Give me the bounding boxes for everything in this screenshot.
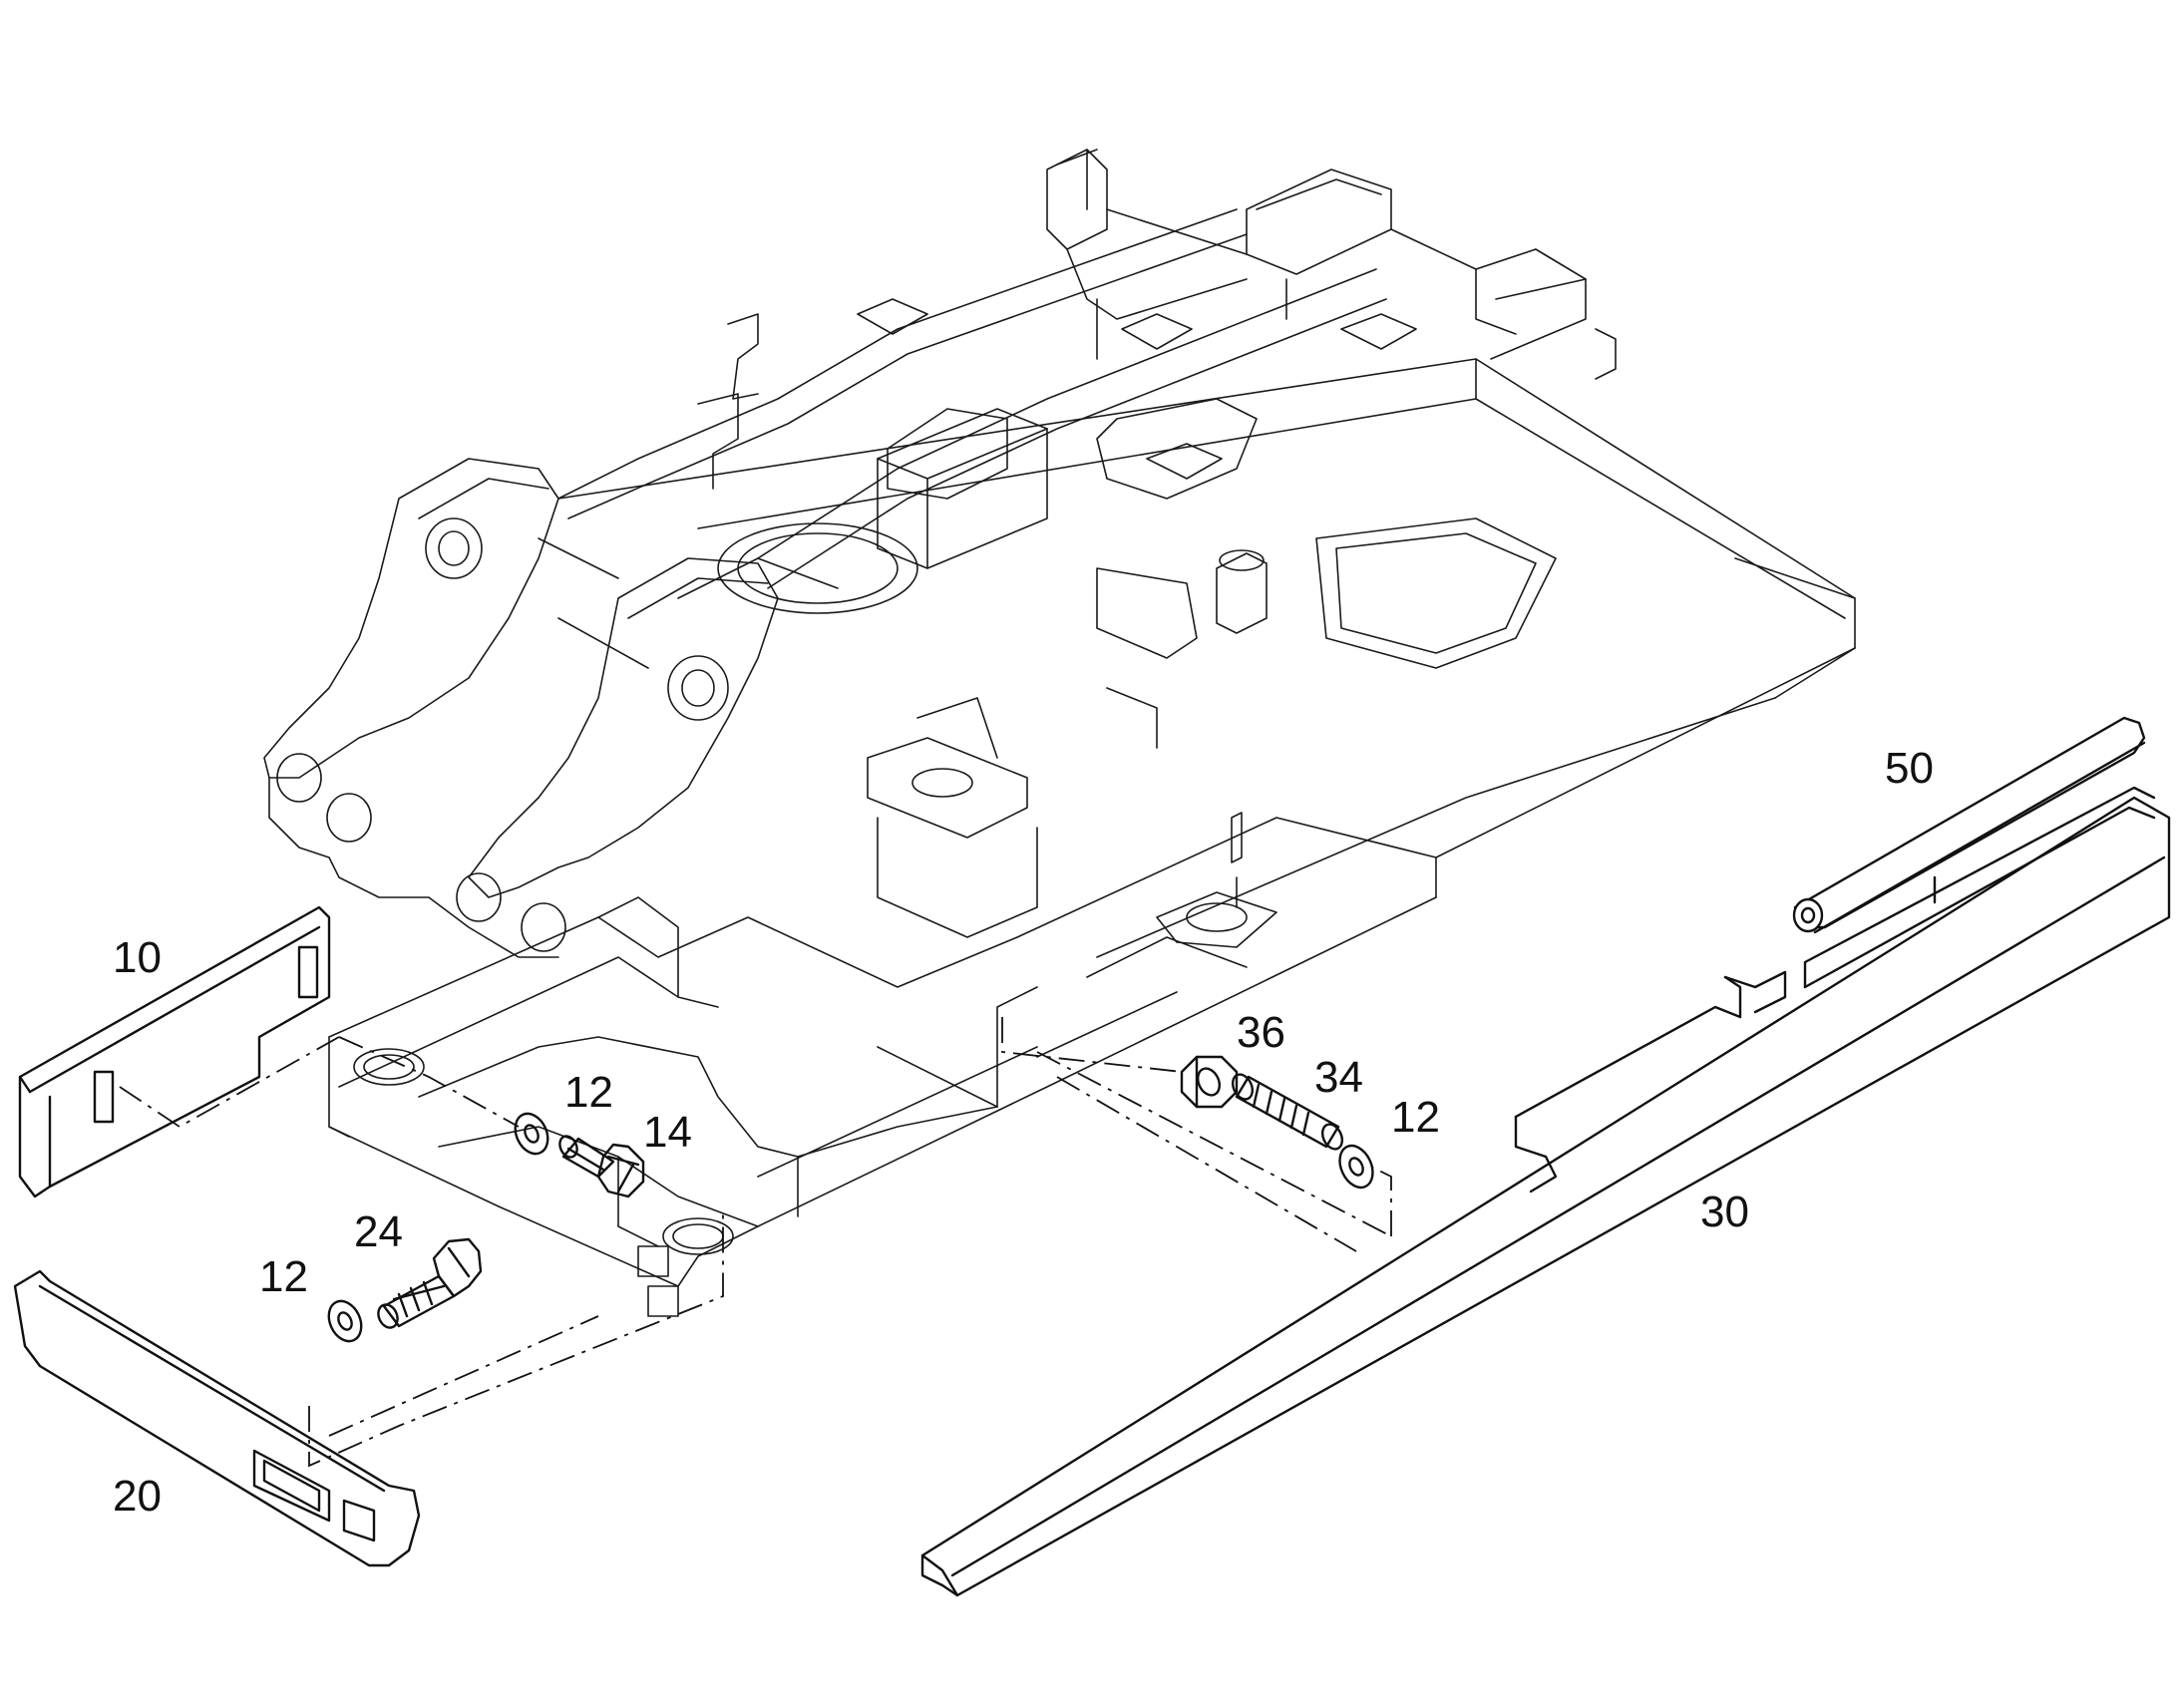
callout-50: 50 (1885, 744, 1934, 793)
part-50-seal-strip (1792, 716, 2146, 934)
callout-12-right: 12 (1391, 1093, 1440, 1142)
callout-12-upper: 12 (564, 1068, 613, 1117)
part-36-nut (1180, 1055, 1239, 1109)
part-24-bolt (377, 1237, 483, 1329)
part-12-washer-lower (327, 1299, 363, 1343)
callout-14: 14 (643, 1108, 692, 1157)
callout-30: 30 (1700, 1188, 1749, 1236)
callout-34: 34 (1314, 1053, 1363, 1102)
part-14-bolt (558, 1135, 645, 1198)
callout-10: 10 (113, 933, 162, 982)
callout-20: 20 (113, 1472, 162, 1521)
callouts: 10 20 30 50 12 14 24 12 36 34 12 (113, 744, 1934, 1521)
part-34-stud (1231, 1073, 1344, 1151)
part-20-front-cover (13, 1269, 421, 1567)
part-12-washer-right (1338, 1144, 1374, 1190)
part-30-side-skirt-right (920, 786, 2171, 1597)
callout-24: 24 (354, 1207, 403, 1256)
part-12-washer-upper (514, 1112, 549, 1156)
leader-lines (119, 1017, 1392, 1468)
main-frame-assembly (263, 149, 1856, 1317)
callout-36: 36 (1237, 1008, 1285, 1057)
part-10-side-cover-left (18, 905, 331, 1198)
callout-12-lower: 12 (259, 1252, 308, 1301)
